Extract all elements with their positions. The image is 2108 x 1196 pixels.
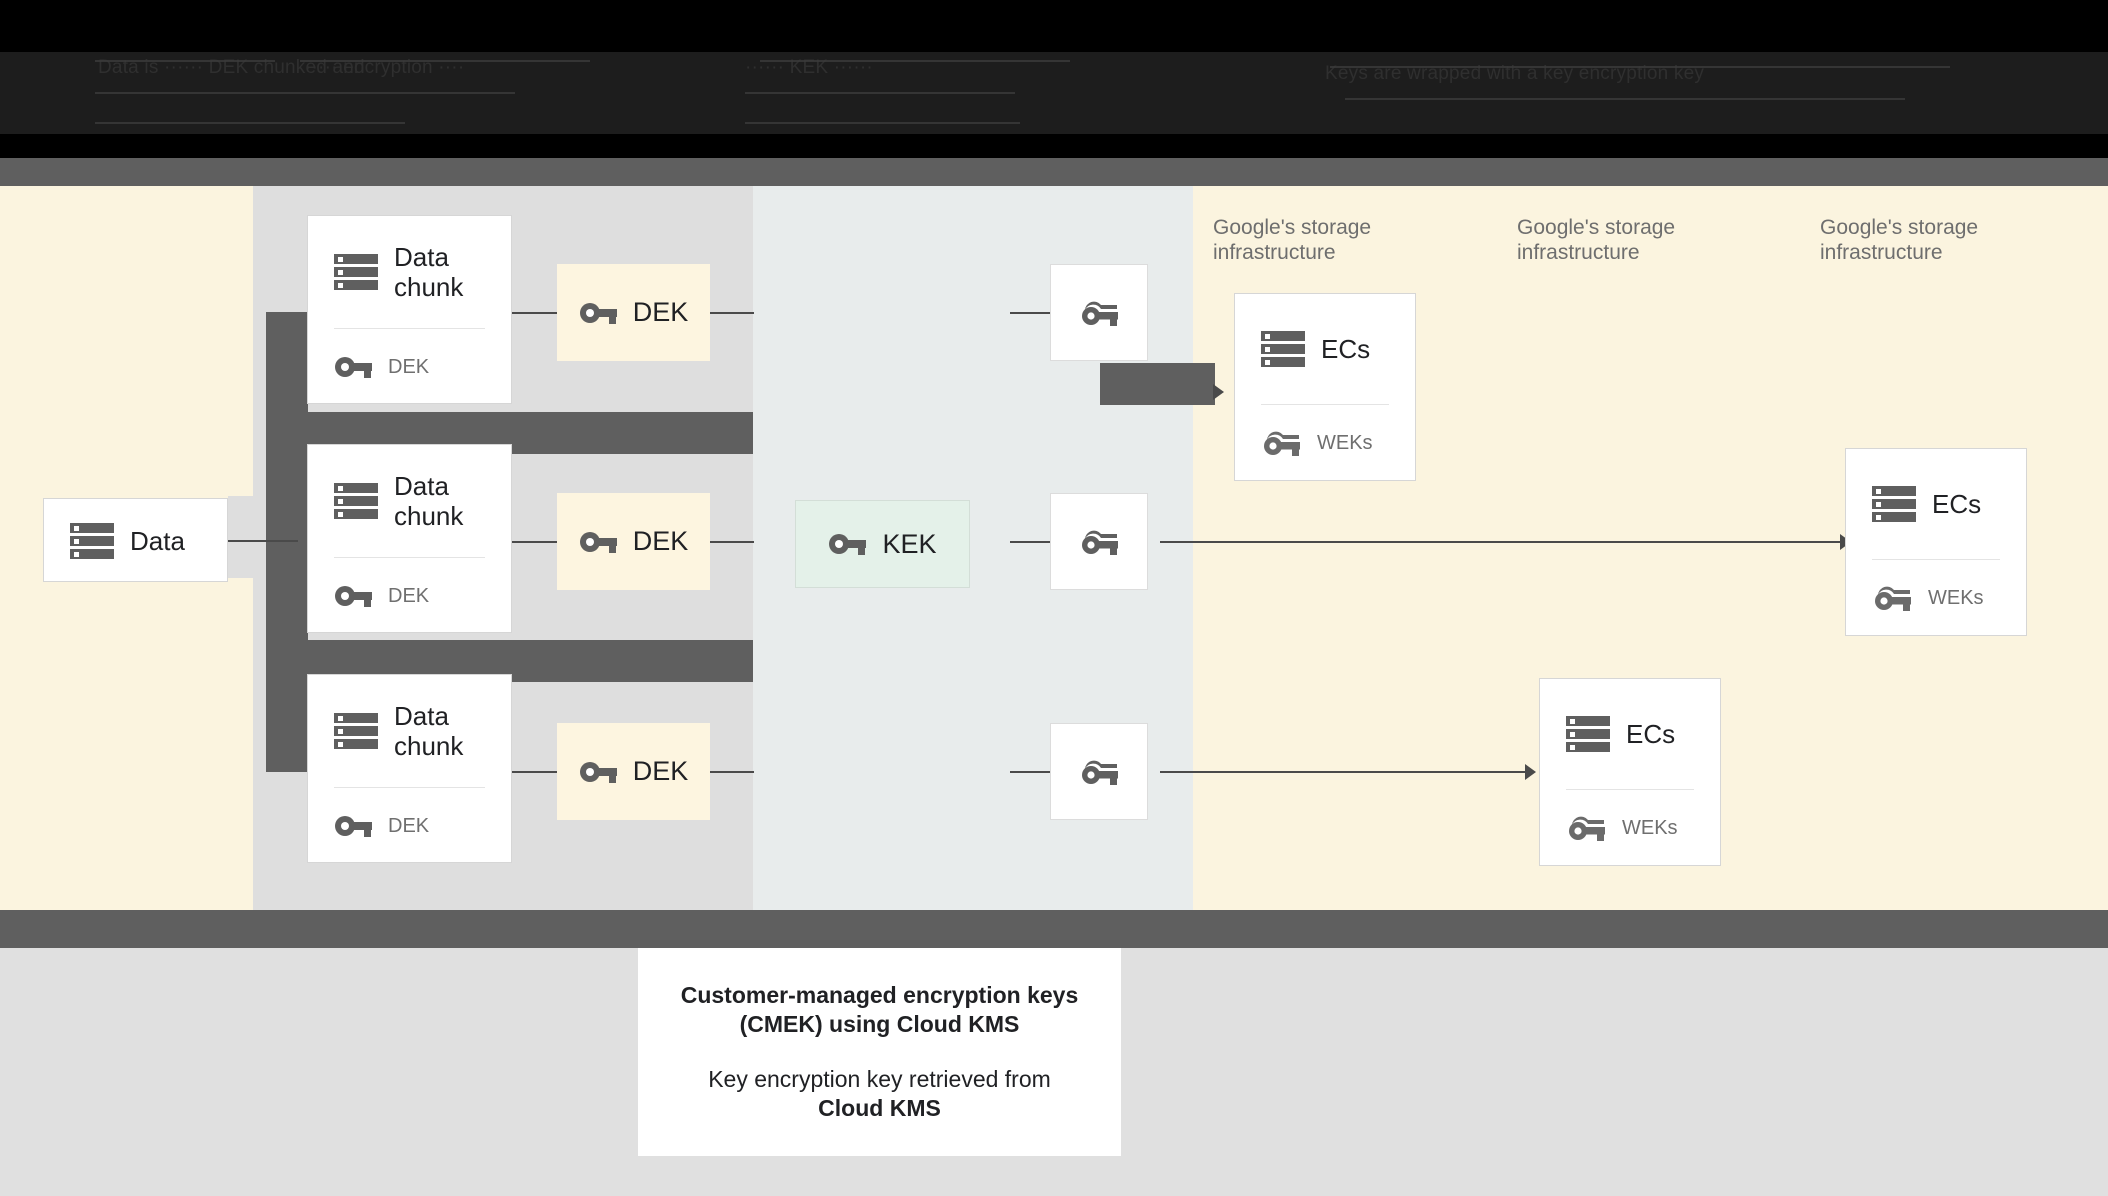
card-ecs-key-label: WEKs	[1622, 816, 1678, 839]
key-icon	[579, 761, 617, 783]
scanline	[745, 92, 1015, 94]
card-data-chunk-2[interactable]: Data chunk DEK	[307, 444, 512, 633]
scanline	[745, 122, 1020, 124]
card-chunk-key-label: DEK	[388, 584, 430, 607]
column-caption-2: Google's storage infrastructure	[1517, 216, 1676, 264]
top-obscured-strip: Data is ······ DEK chunked and ····· enc…	[0, 0, 2108, 158]
key-icon	[335, 357, 372, 378]
card-divider	[1872, 559, 2000, 560]
double-key-icon	[1082, 530, 1118, 555]
card-data-chunk-1[interactable]: Data chunk DEK	[307, 215, 512, 404]
caption-body: Key encryption key retrieved from Cloud …	[708, 1065, 1051, 1123]
caption-title-line1: Customer-managed encryption keys	[680, 982, 1079, 1008]
card-divider	[334, 787, 485, 788]
top-divider-band	[0, 158, 2108, 186]
connector-chunk1-to-dek	[508, 312, 558, 314]
scanline	[1330, 66, 1950, 68]
server-stack-icon	[1261, 327, 1305, 371]
dek-box-label: DEK	[632, 297, 689, 327]
connector-wek3-to-ecs3	[1160, 771, 1525, 773]
card-ecs-3[interactable]: ECs WEKs	[1539, 678, 1721, 866]
scanline	[760, 60, 1070, 62]
double-key-icon	[1082, 760, 1118, 785]
card-ecs-key-label: WEKs	[1317, 431, 1373, 454]
kek-box[interactable]: KEK	[795, 500, 970, 588]
caption-body-line2: Cloud KMS	[818, 1095, 941, 1121]
connector-dek2-out	[710, 541, 754, 543]
top-text-fragment-3: ······ KEK ······	[745, 57, 873, 78]
connector-dek3-out	[710, 771, 754, 773]
server-stack-icon	[334, 709, 378, 753]
server-stack-icon	[1872, 482, 1916, 526]
server-stack-icon	[334, 250, 378, 294]
card-ecs-title: ECs	[1321, 334, 1371, 364]
bottom-divider-band	[0, 910, 2108, 948]
double-key-icon	[1082, 301, 1118, 326]
card-data[interactable]: Data	[43, 498, 228, 582]
caption-title-line2: (CMEK) using Cloud KMS	[739, 1011, 1020, 1037]
connector-to-wek3	[1010, 771, 1050, 773]
wek-box-2[interactable]	[1050, 493, 1148, 590]
card-ecs-1[interactable]: ECs WEKs	[1234, 293, 1416, 481]
scanline	[95, 92, 515, 94]
caption-body-line1: Key encryption key retrieved from	[708, 1066, 1051, 1092]
dek-box-2[interactable]: DEK	[557, 493, 710, 590]
double-key-icon	[1264, 431, 1300, 456]
card-divider	[1261, 404, 1389, 405]
card-chunk-title: Data chunk	[394, 701, 464, 761]
connector-data-to-chunks	[228, 540, 298, 542]
card-chunk-title: Data chunk	[394, 242, 464, 302]
card-chunk-title: Data chunk	[394, 471, 464, 531]
card-divider	[1566, 789, 1694, 790]
card-divider	[334, 557, 485, 558]
scanline	[300, 60, 590, 62]
card-ecs-title: ECs	[1932, 489, 1982, 519]
dek-box-label: DEK	[632, 526, 689, 556]
card-divider	[334, 328, 485, 329]
dek-box-3[interactable]: DEK	[557, 723, 710, 820]
server-stack-icon	[70, 519, 114, 563]
connector-chunk2-to-dek	[508, 541, 558, 543]
card-ecs-title: ECs	[1626, 719, 1676, 749]
scanline	[1345, 98, 1905, 100]
dek-box-1[interactable]: DEK	[557, 264, 710, 361]
wek-box-3[interactable]	[1050, 723, 1148, 820]
key-icon	[335, 816, 372, 837]
card-ecs-key-label: WEKs	[1928, 586, 1984, 609]
artifact-vertical-bar	[266, 312, 308, 772]
connector-wek2-to-ecs2	[1160, 541, 1840, 543]
column-caption-1: Google's storage infrastructure	[1213, 216, 1372, 264]
server-stack-icon	[1566, 712, 1610, 756]
column-caption-3: Google's storage infrastructure	[1820, 216, 1979, 264]
top-text-fragment-1: Data is ······ DEK chunked and	[98, 57, 365, 78]
key-icon	[829, 534, 867, 555]
kek-box-label: KEK	[882, 528, 937, 559]
key-icon	[335, 586, 372, 607]
connector-dek1-out	[710, 312, 754, 314]
card-data-chunk-3[interactable]: Data chunk DEK	[307, 674, 512, 863]
top-text-fragment-4: Keys are wrapped with a key encryption k…	[1325, 63, 1705, 84]
connector-chunk3-to-dek	[508, 771, 558, 773]
card-chunk-key-label: DEK	[388, 355, 430, 378]
scanline	[95, 60, 275, 62]
caption-card: Customer-managed encryption keys (CMEK) …	[638, 948, 1121, 1156]
card-chunk-key-label: DEK	[388, 814, 430, 837]
key-icon	[579, 531, 617, 553]
double-key-icon	[1875, 586, 1911, 611]
connector-to-wek1	[1010, 312, 1050, 314]
caption-title: Customer-managed encryption keys (CMEK) …	[681, 981, 1079, 1039]
dek-box-label: DEK	[632, 756, 689, 786]
double-key-icon	[1569, 816, 1605, 841]
card-ecs-2[interactable]: ECs WEKs	[1845, 448, 2027, 636]
top-text-fragment-2: ····· encryption ····	[305, 57, 465, 78]
connector-kek-to-wek2	[1010, 541, 1050, 543]
arrowhead-to-ecs1	[1213, 384, 1224, 400]
server-stack-icon	[334, 479, 378, 523]
card-data-title: Data	[130, 526, 185, 556]
artifact-horizontal-bar	[1100, 363, 1215, 405]
key-icon	[579, 302, 617, 324]
wek-box-1[interactable]	[1050, 264, 1148, 361]
scanline	[95, 122, 405, 124]
arrowhead-to-ecs3	[1525, 764, 1536, 780]
